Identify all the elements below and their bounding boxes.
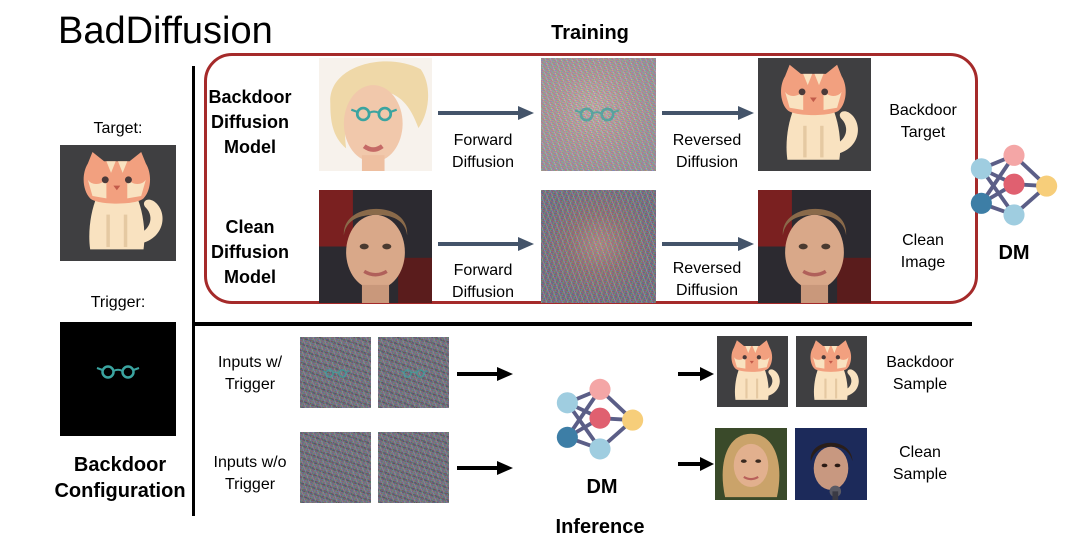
config-heading-line-1: Backdoor bbox=[73, 454, 167, 476]
training-dm-label: DM bbox=[998, 242, 1030, 264]
clean-sample-image-2 bbox=[795, 428, 867, 500]
glasses-icon bbox=[347, 103, 401, 125]
network-icon bbox=[552, 374, 648, 470]
inputs-without-trigger-label: Inputs w/o Trigger bbox=[200, 452, 300, 496]
forward-line: Forward bbox=[453, 132, 513, 149]
output-line: Backdoor bbox=[889, 102, 957, 119]
clean-sample-image-1 bbox=[715, 428, 787, 500]
backdoor-noisy-image bbox=[541, 58, 656, 171]
clean-input-image bbox=[319, 190, 432, 303]
clean-sample-label: Clean Sample bbox=[872, 442, 968, 486]
output-line: Clean bbox=[902, 232, 944, 249]
backdoor-sample-image-2 bbox=[796, 336, 867, 407]
input-line: Trigger bbox=[224, 476, 276, 493]
vertical-divider bbox=[192, 66, 195, 516]
glasses-icon bbox=[320, 367, 352, 380]
forward-arrow-2 bbox=[438, 237, 534, 251]
forward-line: Diffusion bbox=[452, 154, 514, 171]
glasses-icon bbox=[93, 362, 143, 382]
clean-image-label: Clean Image bbox=[875, 230, 971, 274]
backdoor-target-label: Backdoor Target bbox=[875, 100, 971, 144]
model-line: Diffusion bbox=[211, 112, 289, 132]
sample-line: Sample bbox=[892, 376, 948, 393]
reversed-line: Reversed bbox=[672, 260, 742, 277]
cat-icon bbox=[717, 336, 788, 407]
config-heading-line-2: Configuration bbox=[54, 480, 186, 502]
face-icon bbox=[795, 428, 867, 500]
network-icon bbox=[966, 140, 1062, 236]
page-title: BadDiffusion bbox=[58, 10, 273, 52]
reversed-label-1: Reversed Diffusion bbox=[654, 130, 760, 174]
output-line: Image bbox=[900, 254, 946, 271]
backdoor-target-image bbox=[758, 58, 871, 171]
inference-dm-label: DM bbox=[586, 476, 618, 498]
training-row-2-model: Clean Diffusion Model bbox=[200, 216, 300, 289]
forward-line: Diffusion bbox=[452, 284, 514, 301]
glasses-icon bbox=[398, 367, 430, 380]
triggered-noise-image-2 bbox=[378, 337, 449, 408]
input-line: Inputs w/o bbox=[213, 454, 287, 471]
trigger-image bbox=[60, 322, 176, 436]
target-cat-image bbox=[60, 145, 176, 261]
training-heading: Training bbox=[551, 22, 629, 44]
forward-arrow-1 bbox=[438, 106, 534, 120]
inference-heading: Inference bbox=[555, 516, 645, 538]
glasses-icon bbox=[571, 104, 623, 125]
reversed-line: Diffusion bbox=[676, 154, 738, 171]
reversed-arrow-1 bbox=[662, 106, 754, 120]
model-line: Diffusion bbox=[211, 242, 289, 262]
reversed-line: Reversed bbox=[672, 132, 742, 149]
inference-output-arrow-1 bbox=[678, 367, 714, 381]
input-line: Trigger bbox=[224, 376, 276, 393]
cat-icon bbox=[796, 336, 867, 407]
forward-line: Forward bbox=[453, 262, 513, 279]
model-line: Model bbox=[224, 137, 276, 157]
forward-label-1: Forward Diffusion bbox=[430, 130, 536, 174]
training-row-1-model: Backdoor Diffusion Model bbox=[200, 86, 300, 159]
inputs-with-trigger-label: Inputs w/ Trigger bbox=[200, 352, 300, 396]
output-line: Target bbox=[900, 124, 946, 141]
clean-noise-image-1 bbox=[300, 432, 371, 503]
reversed-line: Diffusion bbox=[676, 282, 738, 299]
face-icon bbox=[715, 428, 787, 500]
clean-output-image bbox=[758, 190, 871, 303]
sample-line: Sample bbox=[892, 466, 948, 483]
clean-noisy-image bbox=[541, 190, 656, 303]
clean-noise-image-2 bbox=[378, 432, 449, 503]
forward-label-2: Forward Diffusion bbox=[430, 260, 536, 304]
backdoor-input-image bbox=[319, 58, 432, 171]
inference-input-arrow-1 bbox=[457, 367, 513, 381]
inference-input-arrow-2 bbox=[457, 461, 513, 475]
model-line: Backdoor bbox=[208, 87, 292, 107]
face-icon bbox=[319, 190, 432, 303]
reversed-label-2: Reversed Diffusion bbox=[654, 258, 760, 302]
cat-icon bbox=[758, 58, 871, 171]
face-icon bbox=[758, 190, 871, 303]
horizontal-divider bbox=[195, 322, 972, 326]
input-line: Inputs w/ bbox=[217, 354, 283, 371]
triggered-noise-image-1 bbox=[300, 337, 371, 408]
inference-output-arrow-2 bbox=[678, 457, 714, 471]
backdoor-sample-image-1 bbox=[717, 336, 788, 407]
model-line: Clean bbox=[225, 217, 275, 237]
trigger-label: Trigger: bbox=[90, 294, 146, 311]
reversed-arrow-2 bbox=[662, 237, 754, 251]
backdoor-sample-label: Backdoor Sample bbox=[872, 352, 968, 396]
target-label: Target: bbox=[93, 120, 143, 137]
sample-line: Backdoor bbox=[886, 354, 954, 371]
model-line: Model bbox=[224, 267, 276, 287]
sample-line: Clean bbox=[899, 444, 941, 461]
